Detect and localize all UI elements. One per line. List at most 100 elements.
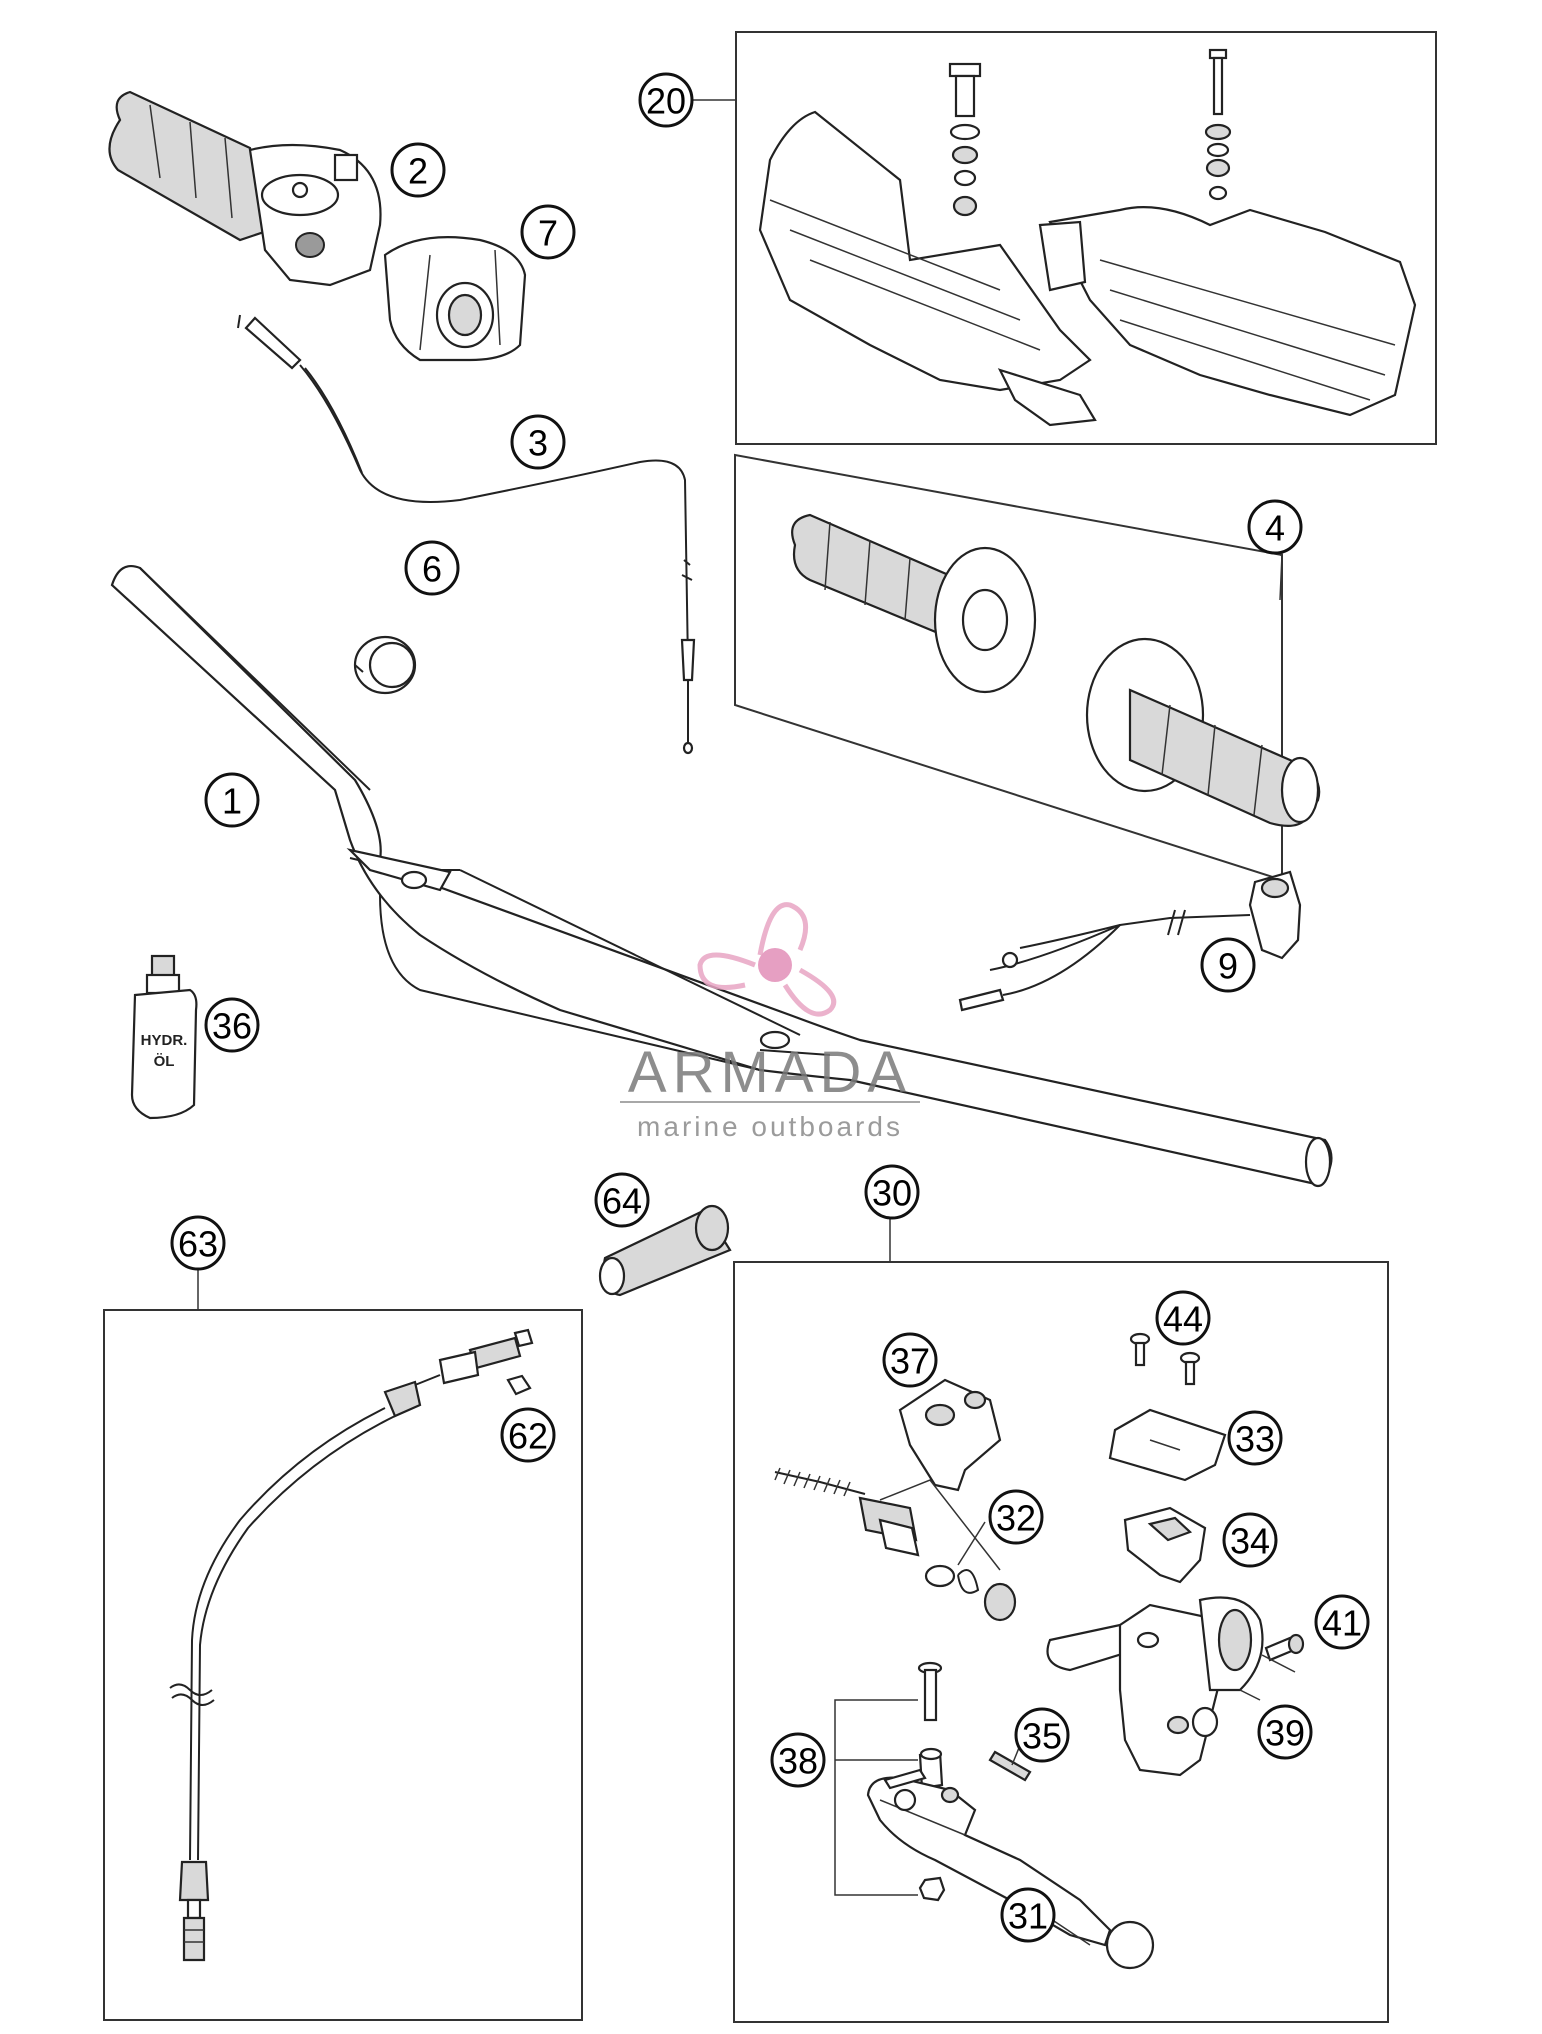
callout-circle bbox=[1314, 1594, 1370, 1650]
callout-number: 41 bbox=[1322, 1603, 1362, 1644]
callout-number: 3 bbox=[528, 423, 548, 464]
callout-circle bbox=[1227, 1410, 1283, 1466]
callout-circle bbox=[1257, 1704, 1313, 1760]
callout-9: 9 bbox=[1200, 937, 1256, 993]
throttle-cover-part bbox=[383, 236, 527, 362]
clutch-cable-part bbox=[169, 1328, 534, 1962]
callout-circle bbox=[770, 1732, 826, 1788]
callout-number: 39 bbox=[1265, 1713, 1305, 1754]
callout-30: 30 bbox=[864, 1164, 920, 1220]
hand-guard-part bbox=[758, 48, 1417, 427]
callout-34: 34 bbox=[1222, 1512, 1278, 1568]
cover-screws-part bbox=[1129, 1332, 1201, 1386]
cable-nipple-part bbox=[506, 1374, 532, 1396]
callout-circle bbox=[404, 540, 460, 596]
callout-number: 38 bbox=[778, 1741, 818, 1782]
rubber-boot-part bbox=[598, 1204, 732, 1297]
callout-circle bbox=[170, 1215, 226, 1271]
callout-number: 30 bbox=[872, 1173, 912, 1214]
watermark-brand: ARMADA bbox=[628, 1040, 912, 1105]
handlebar-part bbox=[110, 564, 1333, 1188]
master-cylinder-group-box bbox=[733, 1261, 1389, 2023]
callout-number: 37 bbox=[890, 1341, 930, 1382]
callout-circle bbox=[988, 1489, 1044, 1545]
callout-3: 3 bbox=[510, 414, 566, 470]
hydraulic-oil-bottle-part: HYDR. ÖL bbox=[130, 954, 198, 1120]
callout-circle bbox=[594, 1172, 650, 1228]
callout-circle bbox=[1200, 937, 1256, 993]
bottle-label-line-2: ÖL bbox=[154, 1053, 175, 1070]
ring-part bbox=[353, 635, 417, 695]
callout-circle bbox=[864, 1164, 920, 1220]
throttle-cable-part bbox=[237, 314, 696, 755]
callout-number: 2 bbox=[408, 151, 428, 192]
callout-1: 1 bbox=[204, 772, 260, 828]
callout-circle bbox=[1222, 1512, 1278, 1568]
watermark-tagline: marine outboards bbox=[637, 1111, 903, 1142]
callout-circle bbox=[204, 997, 260, 1053]
callout-number: 1 bbox=[222, 781, 242, 822]
callout-36: 36 bbox=[204, 997, 260, 1053]
callout-number: 34 bbox=[1230, 1521, 1270, 1562]
piston-kit-part bbox=[774, 1467, 1017, 1622]
propeller-logo-icon bbox=[697, 902, 837, 1017]
reservoir-clamp-part bbox=[898, 1378, 1002, 1492]
callout-number: 6 bbox=[422, 549, 442, 590]
callout-39: 39 bbox=[1257, 1704, 1313, 1760]
callout-6: 6 bbox=[404, 540, 460, 596]
callout-number: 4 bbox=[1265, 508, 1285, 549]
callout-circle bbox=[390, 142, 446, 198]
callout-7: 7 bbox=[520, 204, 576, 260]
callout-circle bbox=[500, 1407, 556, 1463]
callout-38: 38 bbox=[770, 1732, 826, 1788]
callout-number: 20 bbox=[646, 81, 686, 122]
reservoir-cover-part bbox=[1108, 1408, 1227, 1482]
master-cylinder-part bbox=[1046, 1596, 1264, 1777]
adjuster-pin-part bbox=[988, 1750, 1032, 1782]
callout-number: 7 bbox=[538, 213, 558, 254]
callout-number: 33 bbox=[1235, 1419, 1275, 1460]
callout-circle bbox=[520, 204, 576, 260]
kill-switch-part bbox=[958, 870, 1302, 1012]
callout-32: 32 bbox=[988, 1489, 1044, 1545]
callout-circle bbox=[204, 772, 260, 828]
armada-watermark: ARMADA marine outboards bbox=[620, 902, 920, 1142]
callout-number: 31 bbox=[1008, 1896, 1048, 1937]
callout-41: 41 bbox=[1314, 1594, 1370, 1650]
brake-lever-part bbox=[866, 1768, 1155, 1970]
callout-circle bbox=[1247, 499, 1303, 555]
callout-number: 62 bbox=[508, 1416, 548, 1457]
callout-number: 44 bbox=[1163, 1299, 1203, 1340]
callout-number: 64 bbox=[602, 1181, 642, 1222]
callout-44: 44 bbox=[1155, 1290, 1211, 1346]
callout-2: 2 bbox=[390, 142, 446, 198]
callout-64: 64 bbox=[594, 1172, 650, 1228]
grip-pair-part bbox=[791, 513, 1321, 827]
callout-number: 9 bbox=[1218, 946, 1238, 987]
callout-circle bbox=[1155, 1290, 1211, 1346]
callout-37: 37 bbox=[882, 1332, 938, 1388]
callout-33: 33 bbox=[1227, 1410, 1283, 1466]
clamp-screw-part bbox=[1264, 1633, 1305, 1662]
callout-number: 63 bbox=[178, 1224, 218, 1265]
bottle-label-line-1: HYDR. bbox=[141, 1032, 188, 1049]
callout-20: 20 bbox=[638, 72, 694, 128]
callout-circle bbox=[1014, 1707, 1070, 1763]
clutch-cable-group-box bbox=[103, 1309, 583, 2021]
callout-circle bbox=[1000, 1887, 1056, 1943]
hand-guard-group-box bbox=[735, 31, 1437, 445]
callout-63: 63 bbox=[170, 1215, 226, 1271]
callout-35: 35 bbox=[1014, 1707, 1070, 1763]
callout-number: 32 bbox=[996, 1498, 1036, 1539]
callout-circle bbox=[510, 414, 566, 470]
callout-31: 31 bbox=[1000, 1887, 1056, 1943]
throttle-grip-part bbox=[108, 90, 382, 287]
diaphragm-part bbox=[1123, 1506, 1207, 1584]
callout-circle bbox=[638, 72, 694, 128]
callout-62: 62 bbox=[500, 1407, 556, 1463]
callout-number: 35 bbox=[1022, 1716, 1062, 1757]
callout-number: 36 bbox=[212, 1006, 252, 1047]
callout-circle bbox=[882, 1332, 938, 1388]
